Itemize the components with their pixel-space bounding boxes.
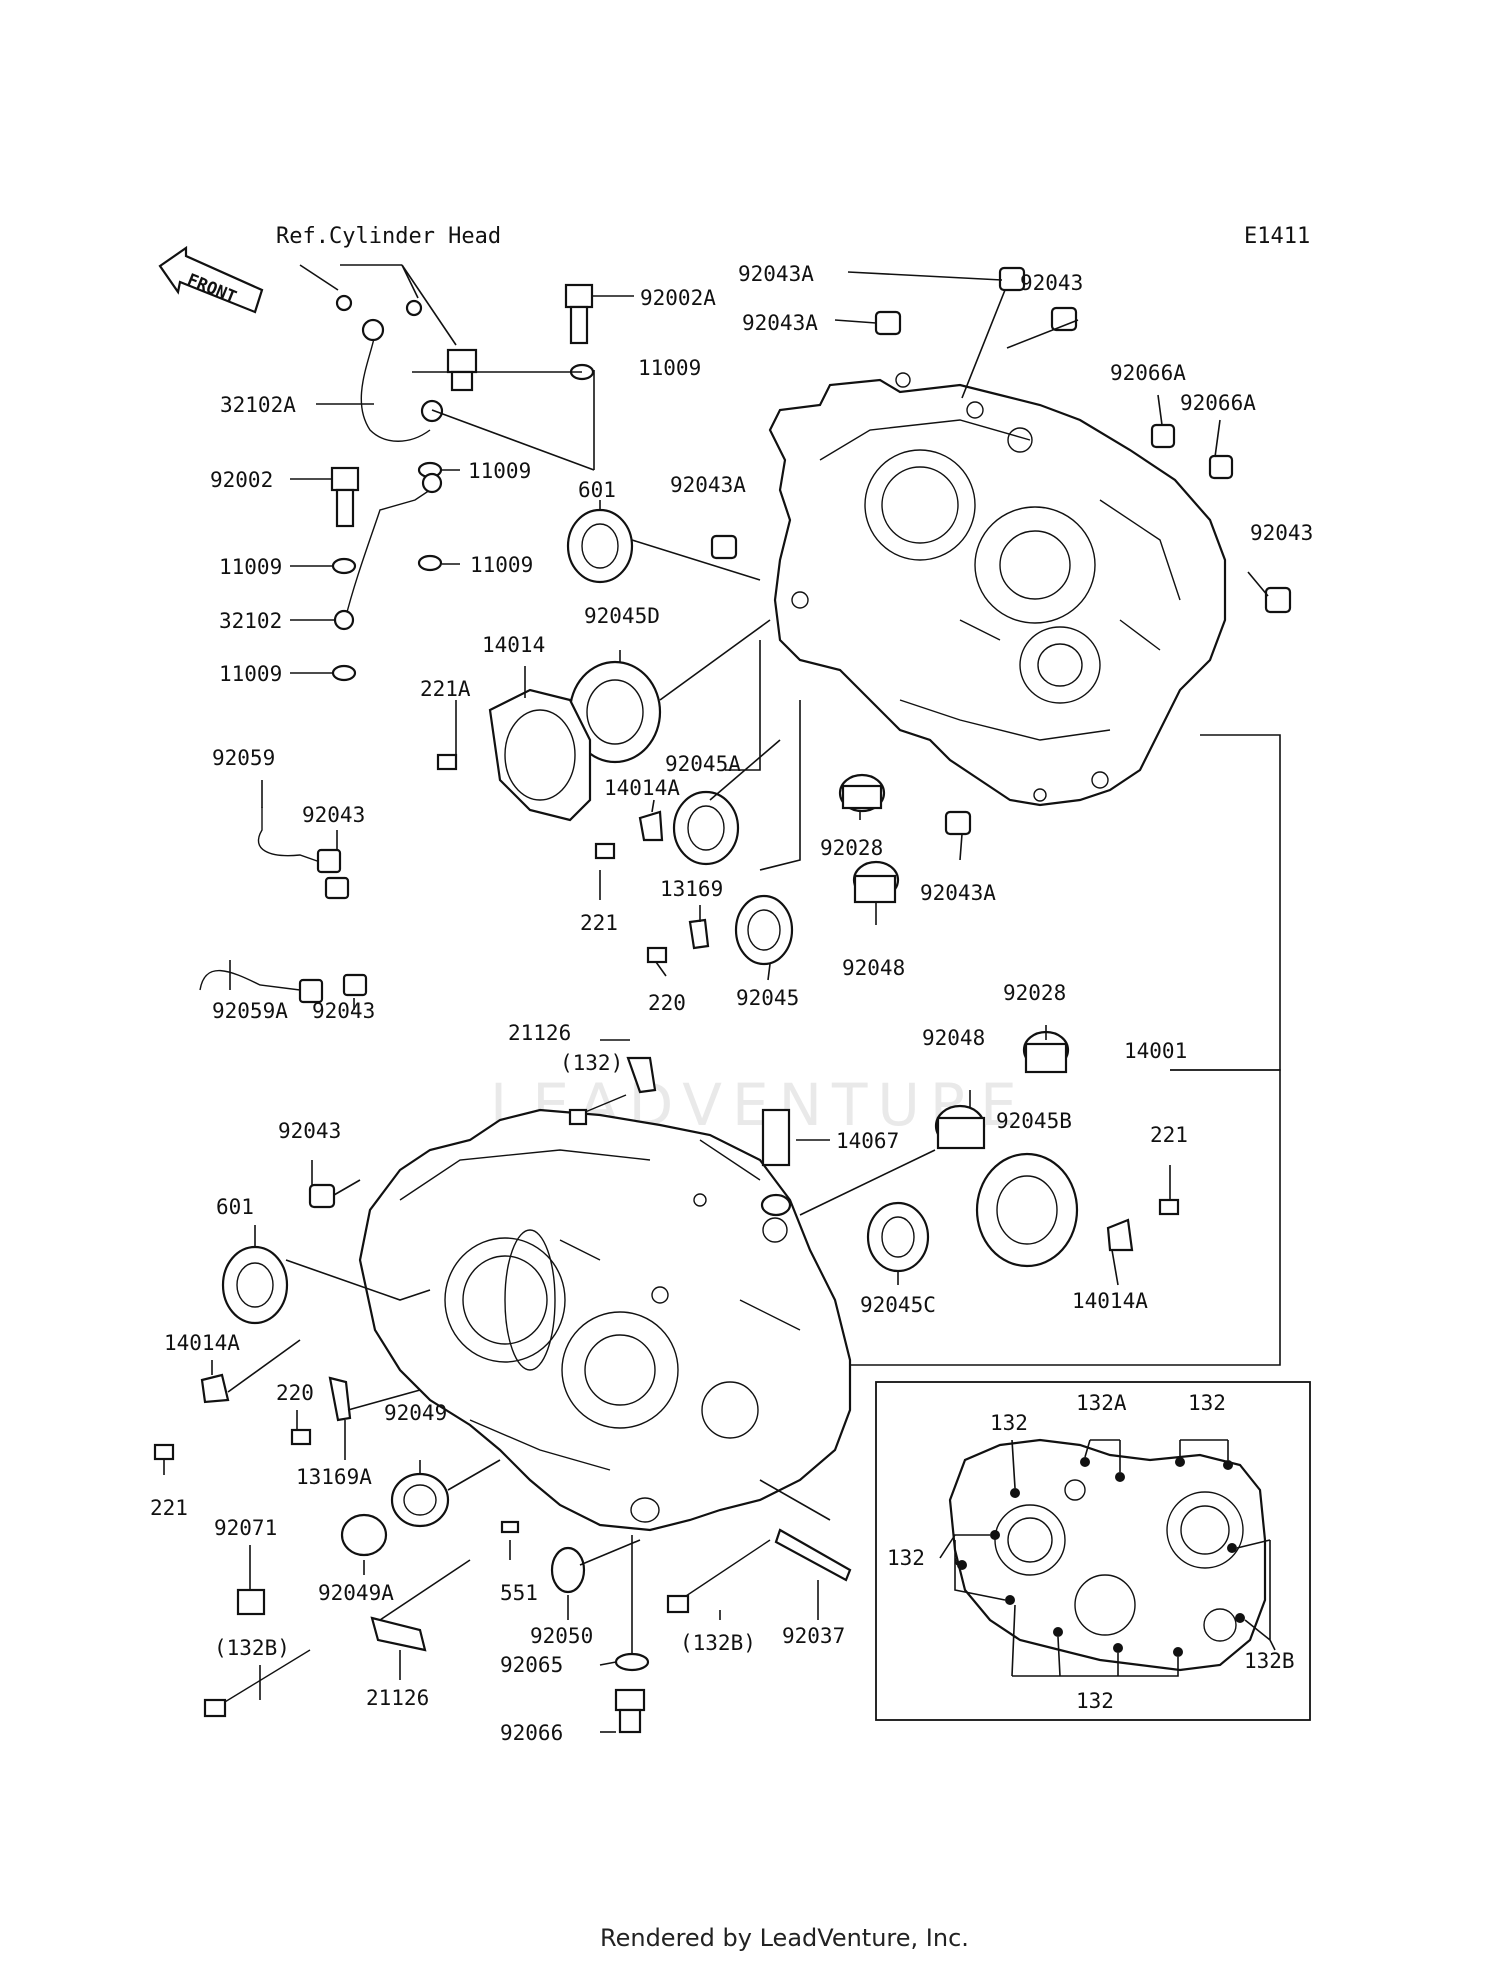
callout-220: 220 [276, 1381, 314, 1405]
callout-221: 221 [1150, 1123, 1188, 1147]
callout-92049: 92049 [384, 1401, 447, 1425]
callout-92043a: 92043A [920, 881, 996, 905]
callout-92045a: 92045A [665, 752, 741, 776]
callout-220: 220 [648, 991, 686, 1015]
callout-92043: 92043 [1250, 521, 1313, 545]
callout-92049a: 92049A [318, 1581, 394, 1605]
callout-14014a: 14014A [164, 1331, 240, 1355]
callout-92059: 92059 [212, 746, 275, 770]
callout-132a: 132A [1076, 1391, 1127, 1415]
callout-13169a: 13169A [296, 1465, 372, 1489]
callout-92043a: 92043A [738, 262, 814, 286]
callout-92066a: 92066A [1180, 391, 1256, 415]
callout-221: 221 [580, 911, 618, 935]
callout-92045d: 92045D [584, 604, 660, 628]
callout-11009: 11009 [219, 555, 282, 579]
callout-92002a: 92002A [640, 286, 716, 310]
left-crankcase-half [358, 1108, 852, 1532]
callout-32102a: 32102A [220, 393, 296, 417]
callout-132b: (132B) [680, 1631, 756, 1655]
right-crankcase-half [768, 372, 1227, 807]
callout-92043a: 92043A [670, 473, 746, 497]
callout-132: 132 [887, 1546, 925, 1570]
callout-601: 601 [578, 478, 616, 502]
callout-92071: 92071 [214, 1516, 277, 1540]
callout-92037: 92037 [782, 1624, 845, 1648]
callout-92043: 92043 [312, 999, 375, 1023]
callout-92059a: 92059A [212, 999, 288, 1023]
callout-601: 601 [216, 1195, 254, 1219]
callout-14067: 14067 [836, 1129, 899, 1153]
callout-92048: 92048 [922, 1026, 985, 1050]
callout-221a: 221A [420, 677, 471, 701]
callout-92066: 92066 [500, 1721, 563, 1745]
callout-221: 221 [150, 1496, 188, 1520]
callout-132: 132 [1076, 1689, 1114, 1713]
callout-92045c: 92045C [860, 1293, 936, 1317]
callout-11009: 11009 [468, 459, 531, 483]
callout-92043: 92043 [1020, 271, 1083, 295]
callout-92028: 92028 [1003, 981, 1066, 1005]
callout-132b: 132B [1244, 1649, 1295, 1673]
callout-92043: 92043 [278, 1119, 341, 1143]
callout-92065: 92065 [500, 1653, 563, 1677]
callout-21126: 21126 [508, 1021, 571, 1045]
callout-11009: 11009 [219, 662, 282, 686]
callout-21126: 21126 [366, 1686, 429, 1710]
callout-92045b: 92045B [996, 1109, 1072, 1133]
callout-14001: 14001 [1124, 1039, 1187, 1063]
callout-92043: 92043 [302, 803, 365, 827]
callout-32102: 32102 [219, 609, 282, 633]
callout-132: 132 [990, 1411, 1028, 1435]
leader-lines [163, 264, 1281, 1733]
callout-14014a: 14014A [1072, 1289, 1148, 1313]
diagram-code: E1411 [1244, 224, 1310, 249]
callout-132: 132 [1188, 1391, 1226, 1415]
callout-92066a: 92066A [1110, 361, 1186, 385]
callout-92050: 92050 [530, 1624, 593, 1648]
front-arrow-icon: FRONT [158, 245, 264, 314]
footer-credit: Rendered by LeadVenture, Inc. [600, 1924, 969, 1952]
callout-11009: 11009 [638, 356, 701, 380]
callout-14014a: 14014A [604, 776, 680, 800]
callout-132b: (132B) [214, 1636, 290, 1660]
callout-92045: 92045 [736, 986, 799, 1010]
callout-13169: 13169 [660, 877, 723, 901]
callout-labels: 92002A 92043A 92043A 92043 92066A 92066A… [150, 262, 1313, 1745]
callout-14014: 14014 [482, 633, 545, 657]
callout-92002: 92002 [210, 468, 273, 492]
callout-132: (132) [560, 1051, 623, 1075]
callout-11009: 11009 [470, 553, 533, 577]
bolt-location-inset [875, 1381, 1311, 1721]
callout-92048: 92048 [842, 956, 905, 980]
callout-551: 551 [500, 1581, 538, 1605]
reference-note: Ref.Cylinder Head [276, 224, 501, 249]
callout-92043a: 92043A [742, 311, 818, 335]
callout-92028: 92028 [820, 836, 883, 860]
